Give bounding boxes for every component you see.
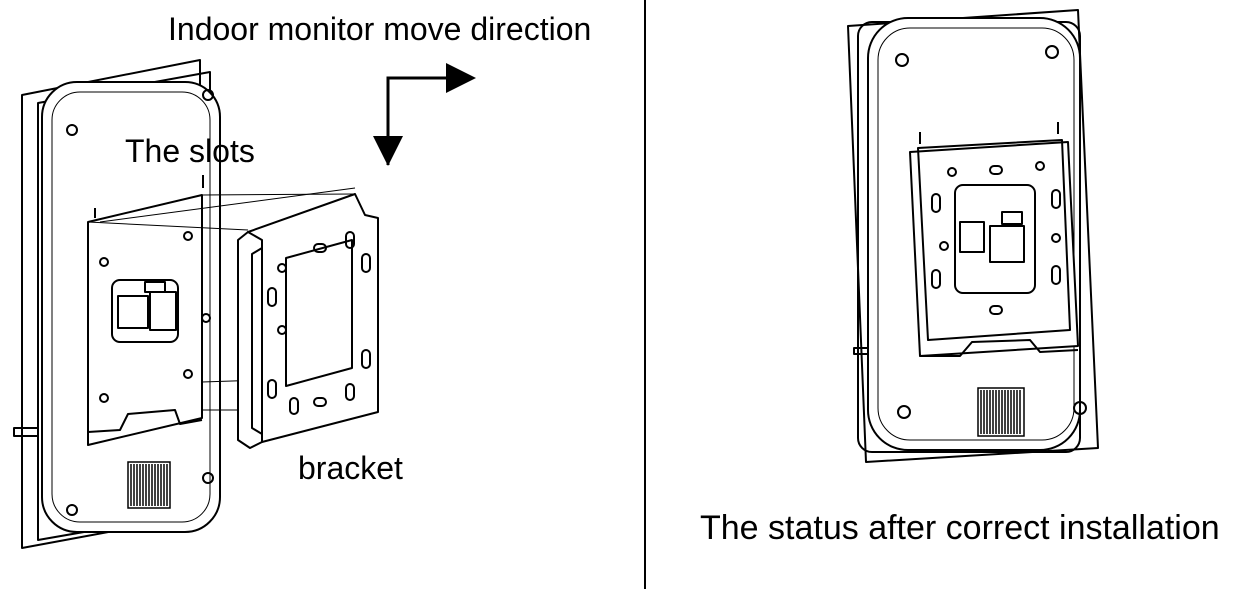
speaker-grille-left bbox=[127, 461, 171, 509]
move-direction-label: Indoor monitor move direction bbox=[168, 11, 592, 47]
installed-monitor bbox=[847, 9, 1099, 463]
status-label: The status after correct installation bbox=[700, 509, 1220, 547]
move-direction-arrows bbox=[373, 63, 476, 166]
bracket-label: bracket bbox=[298, 450, 403, 486]
mounting-plate-back bbox=[87, 194, 203, 446]
bracket bbox=[237, 193, 379, 449]
slots-label: The slots bbox=[125, 133, 255, 169]
arrow-right-icon bbox=[386, 63, 476, 165]
speaker-grille-right bbox=[977, 387, 1025, 437]
